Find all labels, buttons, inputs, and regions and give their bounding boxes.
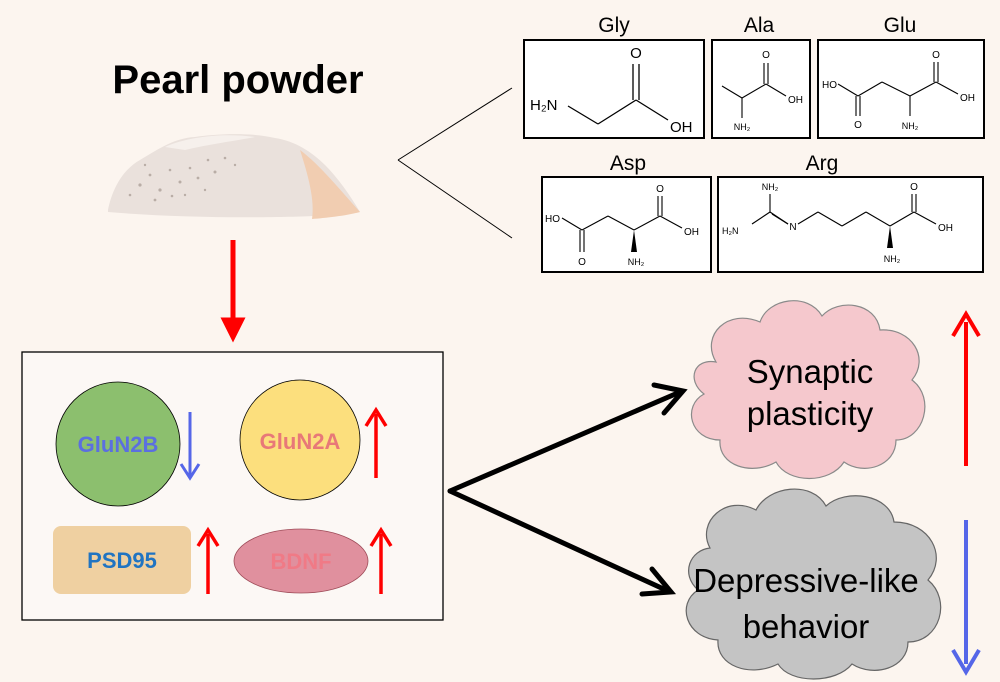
glu-name: Glu [884,14,917,37]
glu-hydroxyl-right-label: OH [960,93,975,104]
gly-name: Gly [598,14,630,37]
bdnf-shape [233,528,369,594]
psd95-label: PSD95 [87,548,157,573]
asp-hydroxyl-right-label: OH [684,227,699,238]
ala-carbonyl-label: O [762,50,770,61]
asp-structure: Asp HO O O OH NH₂ [541,152,712,273]
ala-name: Ala [744,14,775,37]
ala-amine-label: NH₂ [734,122,751,132]
asp-name: Asp [610,152,646,175]
arg-amine-left-label: H₂N [722,226,739,236]
depressive-behavior-cloud: Depressive-like behavior [685,488,942,680]
depressive-line1: Depressive-like [693,562,919,599]
arg-name: Arg [806,152,839,175]
glu-structure: Glu HO O O OH NH₂ [817,14,985,139]
synaptic-line1: Synaptic [747,353,874,390]
glun2a-label: GluN2A [260,429,341,454]
bdnf-label: BDNF [270,549,331,574]
arg-imine-label: N [789,222,796,233]
glu-carbonyl-left-label: O [854,120,862,131]
gly-structure: Gly H₂N O OH [523,14,705,139]
gly-hydroxyl-label: OH [670,119,693,136]
asp-hydroxyl-left-label: HO [545,214,560,225]
pearl-powder-image [108,134,360,219]
arg-structure: Arg NH₂ H₂N N O OH NH₂ [717,152,984,273]
ala-hydroxyl-label: OH [788,95,803,106]
glun2b-label: GluN2B [78,432,159,457]
psd95-shape [53,526,191,594]
asp-carbonyl-right-label: O [656,184,664,195]
asp-carbonyl-left-label: O [578,257,586,268]
gly-amine-label: H₂N [530,97,558,114]
glun2b-shape [55,381,181,507]
protein-panel: GluN2B GluN2A PSD95 BDNF [21,351,444,621]
glun2a-shape [239,379,361,501]
arg-amine-top-label: NH₂ [762,182,779,192]
amino-acid-bracket [397,87,513,239]
synaptic-line2: plasticity [747,395,874,432]
glu-carbonyl-right-label: O [932,50,940,61]
arg-amine-label: NH₂ [884,254,901,264]
synaptic-plasticity-cloud: Synaptic plasticity [690,300,926,480]
depressive-line2: behavior [743,608,870,645]
ala-structure: Ala O OH NH₂ [711,14,811,139]
glu-amine-label: NH₂ [902,121,919,131]
asp-amine-label: NH₂ [628,257,645,267]
gly-carbonyl-label: O [630,45,642,62]
arg-hydroxyl-label: OH [938,223,953,234]
glu-hydroxyl-left-label: HO [822,80,837,91]
outcome-arrows [447,382,688,597]
arg-carbonyl-label: O [910,182,918,193]
diagram-title: Pearl powder [112,58,363,102]
